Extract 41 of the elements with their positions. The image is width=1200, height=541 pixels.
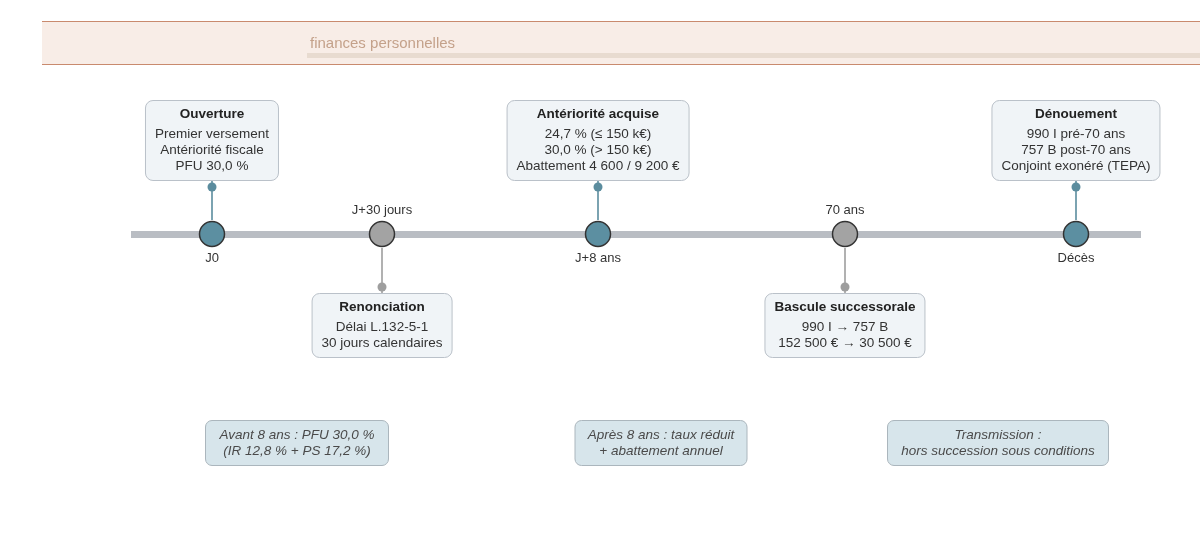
date-label: 70 ans xyxy=(825,202,865,218)
card-text: Abattement 4 600 / 9 200 € xyxy=(516,158,680,174)
card-title: Bascule successorale xyxy=(774,299,916,315)
card-text: 990 I → 757 B xyxy=(800,319,890,335)
connector-line xyxy=(377,247,387,294)
connector-line xyxy=(1071,180,1081,221)
card-title: Dénouement xyxy=(1034,106,1118,122)
note-text: Transmission : xyxy=(953,427,1043,443)
milestone-card xyxy=(764,293,926,358)
date-label: Décès xyxy=(1057,250,1095,266)
card-text: 152 500 € → 30 500 € xyxy=(777,335,913,351)
connector-line xyxy=(840,247,850,294)
card-text: 990 I pré-70 ans xyxy=(1025,126,1127,142)
note-box xyxy=(574,420,748,466)
note-box xyxy=(205,420,389,466)
note-box xyxy=(887,420,1109,466)
card-text: 24,7 % (≤ 150 k€) xyxy=(543,126,653,142)
card-text: Délai L.132-5-1 xyxy=(334,319,430,335)
card-text: Premier versement xyxy=(155,126,269,142)
card-title: Ouverture xyxy=(178,106,246,122)
date-label: J+30 jours xyxy=(351,202,413,218)
milestone-card xyxy=(991,100,1161,181)
milestone-card xyxy=(145,100,279,181)
date-label: J0 xyxy=(205,250,219,266)
note-text: Avant 8 ans : PFU 30,0 % (IR 12,8 % + PS 17,2 %) xyxy=(218,427,376,459)
milestone-card xyxy=(311,293,453,358)
tagline: finances personnelles xyxy=(310,34,456,51)
card-text: 30 jours calendaires xyxy=(321,335,443,351)
card-text: PFU 30,0 % xyxy=(174,158,250,174)
date-label: J+8 ans xyxy=(575,250,621,266)
note-text: hors succession sous conditions xyxy=(900,443,1096,459)
card-title: Antériorité acquise xyxy=(535,106,661,122)
card-text: Antériorité fiscale xyxy=(159,142,265,158)
card-text: 757 B post-70 ans xyxy=(1020,142,1132,158)
card-title: Renonciation xyxy=(338,299,426,315)
connector-line xyxy=(207,180,217,221)
milestone-card xyxy=(506,100,690,181)
card-text: 30,0 % (> 150 k€) xyxy=(543,142,653,158)
connector-line xyxy=(593,180,603,221)
note-text: Après 8 ans : taux réduit + abattement annuel xyxy=(586,427,736,459)
card-text: Conjoint exonéré (TEPA) xyxy=(1001,158,1151,174)
